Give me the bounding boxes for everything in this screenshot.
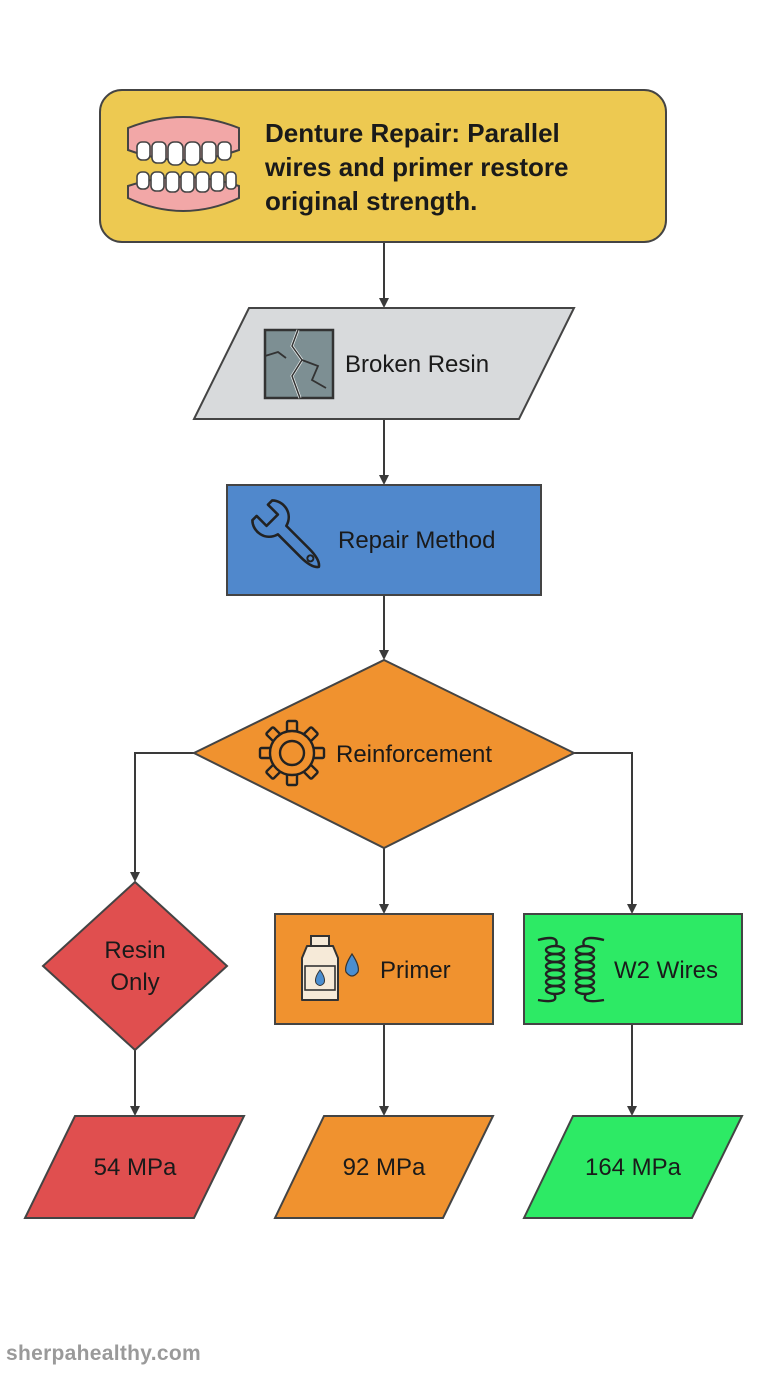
result-resin-only: 54 MPa bbox=[23, 1115, 246, 1219]
result-w2-wires: 164 MPa bbox=[522, 1115, 744, 1219]
title-line-1: Denture Repair: Parallel bbox=[265, 118, 560, 148]
resin-only-label-line-2: Only bbox=[110, 969, 159, 996]
repair-method-label: Repair Method bbox=[338, 527, 495, 554]
repair-method-node: Repair Method bbox=[226, 484, 542, 596]
primer-node: Primer bbox=[274, 913, 494, 1025]
connectors bbox=[130, 242, 637, 1116]
coil-wires-icon bbox=[537, 936, 605, 1003]
resin-only-label-line-1: Resin bbox=[104, 937, 165, 964]
title-line-2: wires and primer restore bbox=[264, 152, 568, 182]
reinforcement-label: Reinforcement bbox=[336, 741, 492, 768]
cracked-resin-icon bbox=[263, 328, 335, 400]
dentures-icon bbox=[127, 116, 240, 212]
wrench-icon bbox=[251, 499, 321, 569]
primer-label: Primer bbox=[380, 957, 451, 984]
arrow-reinforcement-to-w2-wires bbox=[574, 752, 637, 914]
title-line-3: original strength. bbox=[265, 186, 477, 216]
result-primer: 92 MPa bbox=[273, 1115, 495, 1219]
gear-icon bbox=[258, 719, 326, 787]
result-w2-wires-label: 164 MPa bbox=[585, 1154, 682, 1181]
w2-wires-node: W2 Wires bbox=[523, 913, 743, 1025]
footer-watermark: sherpahealthy.com bbox=[6, 1342, 201, 1365]
broken-resin-node: Broken Resin bbox=[192, 307, 576, 420]
broken-resin-label: Broken Resin bbox=[345, 351, 489, 378]
bottle-drop-icon bbox=[301, 935, 359, 1001]
result-primer-label: 92 MPa bbox=[343, 1154, 426, 1181]
result-resin-only-label: 54 MPa bbox=[94, 1154, 177, 1181]
w2-wires-label: W2 Wires bbox=[614, 957, 718, 984]
arrow-reinforcement-to-resin-only bbox=[130, 752, 194, 882]
title-box: Denture Repair: Parallel wires and prime… bbox=[99, 89, 667, 243]
reinforcement-node: Reinforcement bbox=[191, 658, 577, 850]
resin-only-node: Resin Only bbox=[41, 880, 229, 1052]
